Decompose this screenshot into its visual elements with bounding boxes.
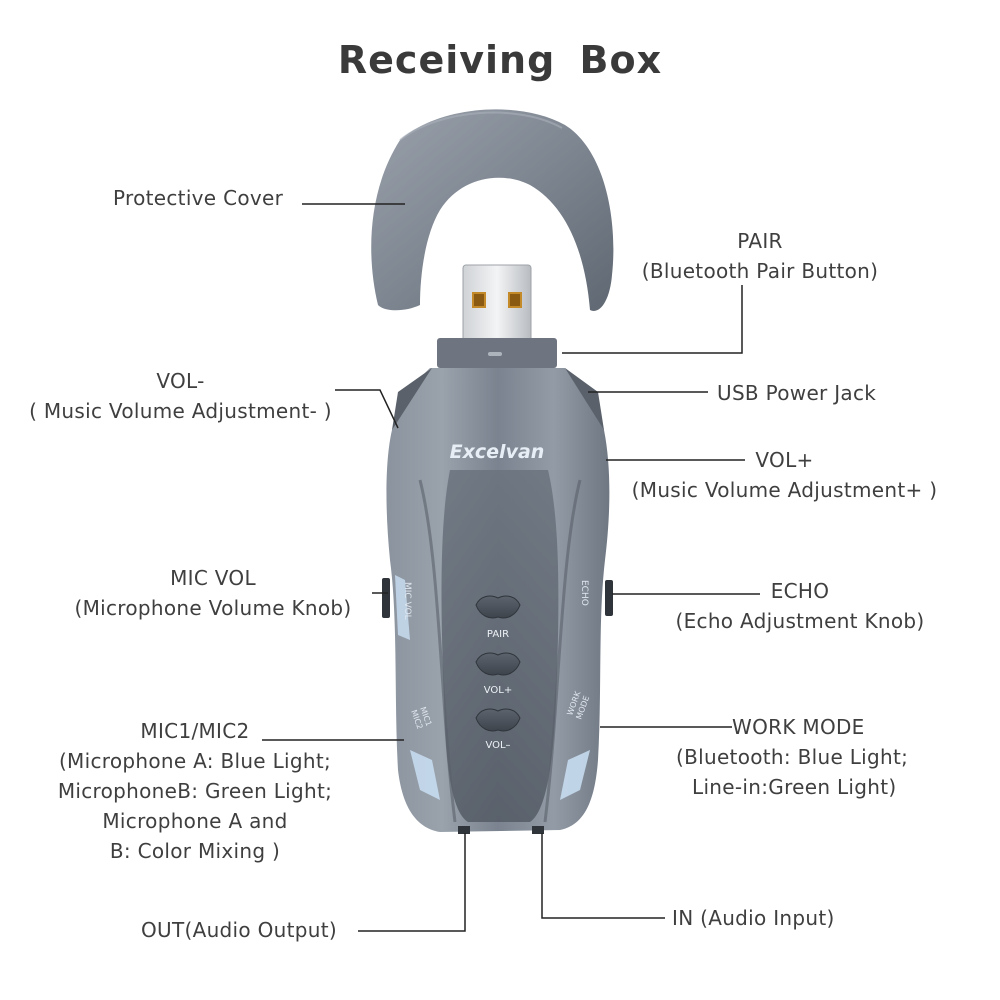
leader-out [358, 833, 466, 932]
echo-knob [605, 580, 613, 616]
label-mic1-mic2-line4: Microphone A and [102, 809, 288, 833]
pair-button-label: PAIR [487, 629, 509, 640]
label-mic1-mic2-line5: B: Color Mixing ) [109, 839, 281, 863]
label-mic1-mic2-title: MIC1/MIC2 [140, 719, 250, 743]
label-vol-plus-desc: (Music Volume Adjustment+ ) [631, 478, 938, 502]
label-mic1-mic2-line3: MicrophoneB: Green Light; [57, 779, 333, 803]
pair-button[interactable]: PAIR [475, 595, 521, 640]
label-vol-minus-title: VOL- [156, 369, 205, 393]
front-panel [441, 470, 559, 822]
label-mic1-mic2-line2: (Microphone A: Blue Light; [58, 749, 332, 773]
vol-minus-button[interactable]: VOL– [475, 708, 521, 751]
label-vol-plus: VOL+ (Music Volume Adjustment+ ) [612, 445, 957, 505]
leader-vol-minus [335, 389, 399, 429]
mic-vol-knob [382, 578, 390, 618]
vol-minus-button-label: VOL– [485, 740, 510, 751]
side-label-echo: ECHO [579, 580, 589, 606]
brand-logo: Excelvan [450, 441, 545, 463]
label-mic-vol: MIC VOL (Microphone Volume Knob) [58, 563, 368, 623]
vol-plus-button[interactable]: VOL+ [475, 652, 521, 696]
in-port [532, 826, 544, 834]
side-label-mic-vol: MIC VOL [402, 582, 412, 620]
label-vol-minus: VOL- ( Music Volume Adjustment- ) [8, 366, 353, 426]
leader-in [541, 833, 665, 919]
label-pair: PAIR (Bluetooth Pair Button) [630, 226, 890, 286]
label-echo-desc: (Echo Adjustment Knob) [675, 609, 925, 633]
label-usb-power-jack: USB Power Jack [717, 381, 877, 405]
label-echo-title: ECHO [770, 579, 830, 603]
label-protective-cover: Protective Cover [113, 186, 284, 210]
label-work-mode-title: WORK MODE [732, 715, 865, 739]
label-pair-desc: (Bluetooth Pair Button) [641, 259, 879, 283]
label-out: OUT(Audio Output) [141, 918, 337, 942]
label-work-mode: WORK MODE (Bluetooth: Blue Light; Line-i… [676, 712, 908, 802]
label-vol-minus-desc: ( Music Volume Adjustment- ) [29, 399, 332, 423]
label-in: IN (Audio Input) [672, 906, 835, 930]
label-mic-vol-title: MIC VOL [170, 566, 256, 590]
vol-plus-button-label: VOL+ [484, 685, 513, 696]
label-mic-vol-desc: (Microphone Volume Knob) [74, 596, 352, 620]
leader-pair [562, 285, 743, 354]
label-work-mode-line2: (Bluetooth: Blue Light; [676, 745, 909, 769]
label-work-mode-line3: Line-in:Green Light) [692, 775, 897, 799]
label-pair-title: PAIR [737, 229, 783, 253]
diagram-title: Receiving Box [337, 38, 663, 82]
label-mic1-mic2: MIC1/MIC2 (Microphone A: Blue Light; Mic… [40, 716, 350, 866]
label-echo: ECHO (Echo Adjustment Knob) [660, 576, 940, 636]
label-vol-plus-title: VOL+ [755, 448, 814, 472]
protective-cover-shape [371, 109, 614, 311]
out-port [458, 826, 470, 834]
